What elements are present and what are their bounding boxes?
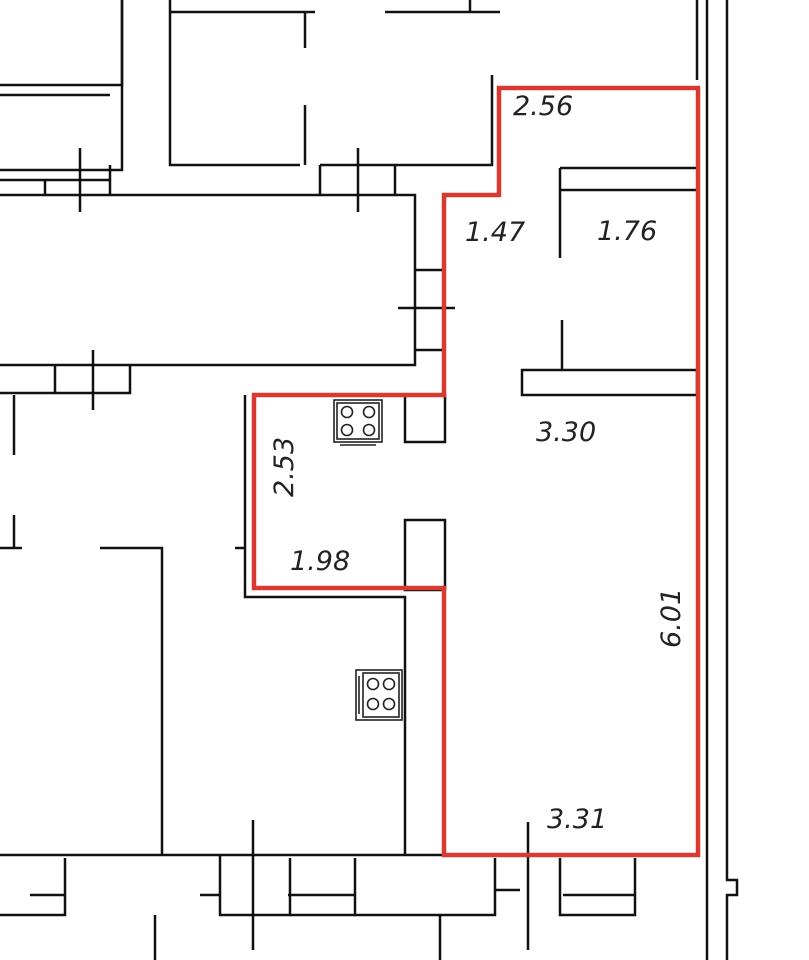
stove-icon xyxy=(333,399,383,446)
dimension-corridor-width: 1.47 xyxy=(465,217,525,248)
dimension-kitchen-depth: 2.53 xyxy=(269,437,300,497)
walls xyxy=(0,0,739,960)
dimension-kitchen-width: 1.98 xyxy=(290,546,350,577)
dimension-bottom-width: 3.31 xyxy=(547,804,607,835)
dimension-main-room-width: 3.30 xyxy=(536,417,596,448)
apartment-outline xyxy=(251,85,701,858)
dimension-closet-width: 1.76 xyxy=(597,216,657,247)
stove-icon xyxy=(355,669,403,721)
dimension-main-room-length: 6.01 xyxy=(656,588,687,648)
dimension-top-width: 2.56 xyxy=(513,91,573,122)
